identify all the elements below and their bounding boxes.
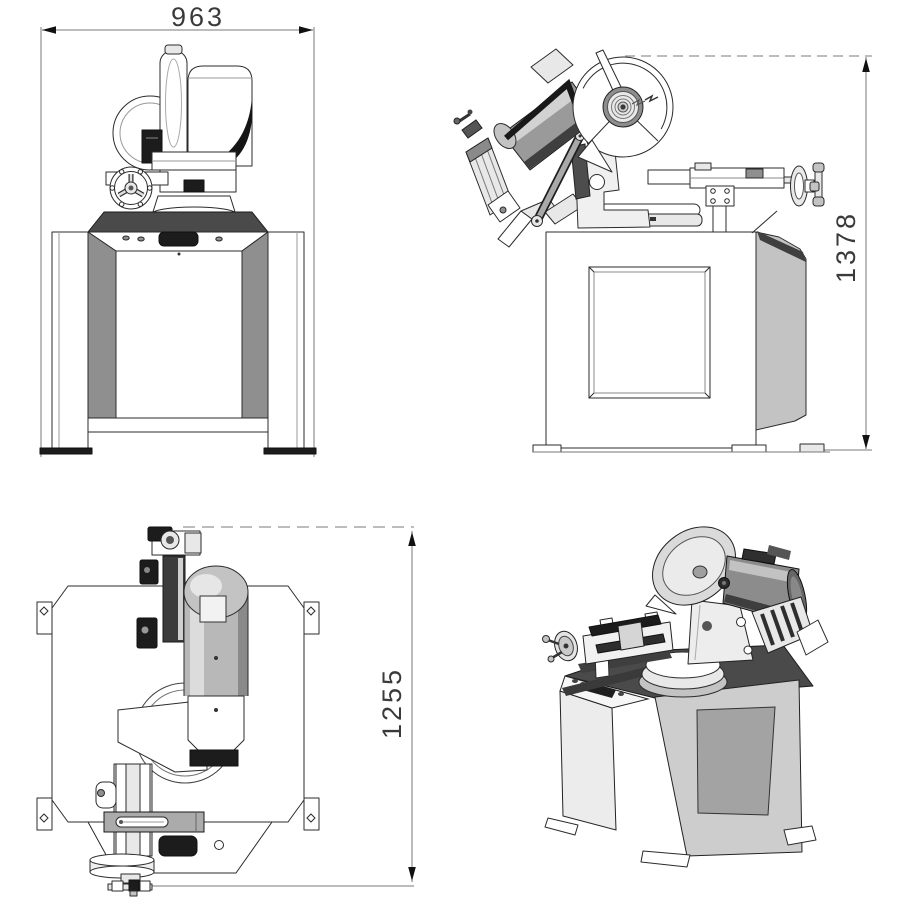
control-panel-front <box>158 231 199 247</box>
dim-arrow-down <box>862 435 870 449</box>
control-panel-top <box>158 835 198 857</box>
foot-iso <box>783 825 817 846</box>
foot-iso <box>640 850 691 868</box>
blade-guard-cap <box>164 44 183 55</box>
cylinder-valve <box>461 119 483 139</box>
dim-arrow-right <box>299 26 313 34</box>
motor-front <box>187 65 253 167</box>
panel-button <box>122 235 130 241</box>
vise-block-front <box>183 179 205 193</box>
cabinet-front <box>87 211 269 433</box>
rotary-handwheel <box>109 166 153 210</box>
material-stop-assembly <box>647 162 825 233</box>
feed-unit-iso <box>751 596 829 656</box>
dimension-value-width: 963 <box>171 2 225 32</box>
blade-tip-iso <box>645 594 677 615</box>
panel-button <box>137 236 145 242</box>
top-machine <box>36 526 320 897</box>
blade-guard-arc <box>582 62 668 130</box>
saw-blade-front <box>159 50 188 164</box>
cabinet-back-panel <box>755 231 807 431</box>
dim-arrow-up <box>862 58 870 72</box>
side-view: 1378 <box>453 48 872 453</box>
panel-button <box>618 692 624 696</box>
dim-arrow-down <box>408 867 416 881</box>
vise-rail <box>115 763 127 857</box>
panel-button <box>572 679 578 683</box>
panel-button <box>215 236 223 242</box>
right-foot <box>263 447 317 455</box>
mounting-tabs <box>36 601 320 831</box>
cabinet-front-face <box>559 690 617 831</box>
foot-iso <box>544 817 579 836</box>
cabinet-foot <box>532 444 562 453</box>
cabinet-plinth <box>87 417 269 433</box>
junction-box <box>530 48 574 84</box>
dim-arrow-left <box>42 26 56 34</box>
cabinet-side-panel-outline <box>588 266 711 399</box>
vise-iso <box>542 611 674 679</box>
cabinet-door-front <box>115 250 243 419</box>
front-view: 963 <box>39 2 317 457</box>
cabinet-right-column <box>241 231 269 419</box>
right-leg <box>267 231 305 449</box>
dim-arrow-up <box>408 532 416 546</box>
cabinet-side <box>545 231 757 449</box>
top-depth-dimension: 1255 <box>152 526 416 887</box>
head-bracket-iso <box>687 599 754 665</box>
motor-label <box>199 595 227 623</box>
front-machine <box>39 44 317 455</box>
mount-plate <box>705 185 735 207</box>
bracket-hole <box>589 174 605 190</box>
dimension-value-height: 1378 <box>831 211 861 283</box>
dimension-value-depth: 1255 <box>377 667 407 739</box>
table-top-front <box>87 211 269 233</box>
cabinet-foot <box>731 444 767 453</box>
side-height-dimension: 1378 <box>625 55 872 451</box>
front-width-dimension: 963 <box>40 2 315 457</box>
vise-handwheel-top <box>89 853 155 897</box>
clamp-block <box>95 781 117 809</box>
saw-blade-iso <box>645 526 736 615</box>
rotation-arrow-mark <box>644 94 659 103</box>
side-machine <box>453 48 830 453</box>
saw-blade-side <box>572 49 674 173</box>
motor-top <box>183 565 249 767</box>
cabinet-side-panel-iso <box>696 706 776 816</box>
isometric-view <box>542 526 829 868</box>
top-view: 1255 <box>36 526 416 897</box>
arbor-iso <box>692 565 708 579</box>
feed-cylinder <box>453 109 521 223</box>
support-post <box>712 205 727 233</box>
left-foot <box>39 447 93 455</box>
left-leg <box>51 231 89 449</box>
blade-tip <box>577 139 613 173</box>
vise-rail <box>139 763 151 857</box>
cabinet-left-column <box>87 231 117 419</box>
